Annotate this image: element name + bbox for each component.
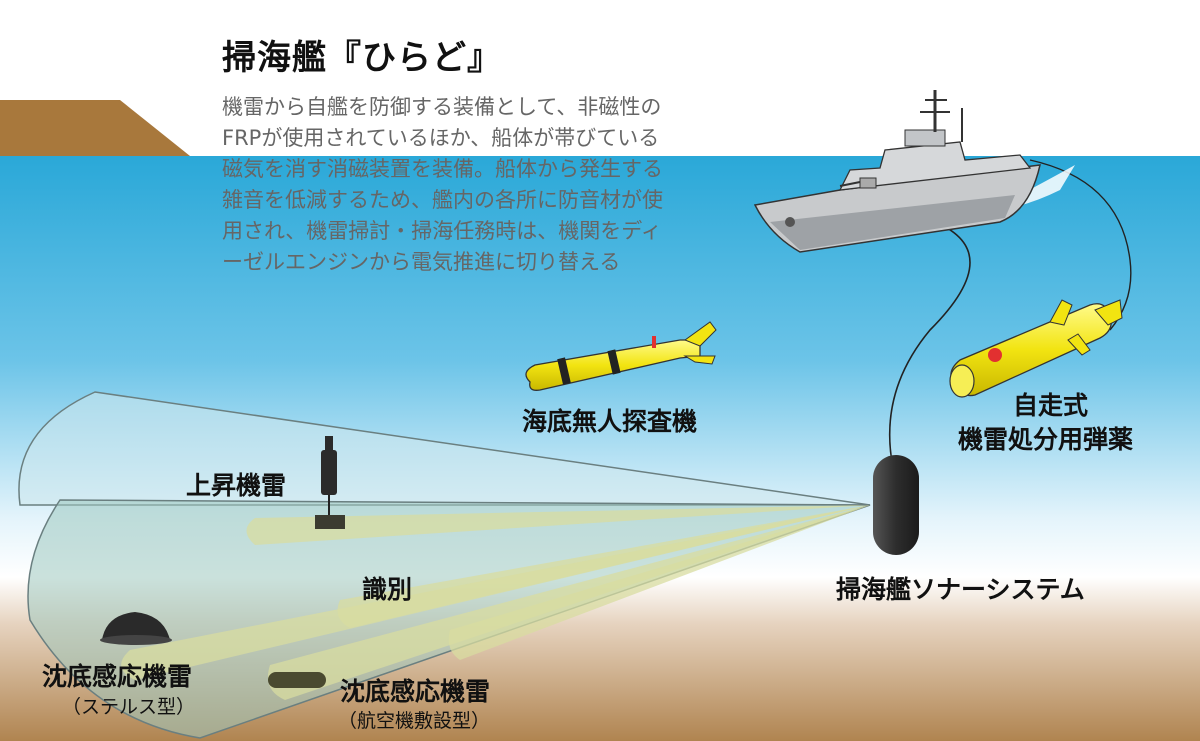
description-line: FRPが使用されているほか、船体が帯びている — [222, 126, 660, 150]
sonar-beam-4 — [267, 505, 870, 700]
sonar-beam-3 — [448, 505, 870, 660]
label-identification: 識別 — [362, 575, 413, 604]
seabed-drone-icon — [525, 321, 717, 391]
label-bottom-mine-stealth: 沈底感応機雷 — [42, 662, 193, 691]
description-line: ーゼルエンジンから電気推進に切り替える — [222, 250, 621, 274]
sonar-tether — [888, 219, 971, 463]
description-line: 磁気を消す消磁装置を装備。船体から発生する — [222, 157, 663, 181]
disposal-tether — [1029, 159, 1132, 331]
stealth-mine-icon — [100, 612, 172, 645]
description-line: 雑音を低減するため、艦内の各所に防音材が使 — [222, 188, 663, 212]
disposal-munition-icon — [949, 299, 1123, 398]
shore-land — [0, 100, 190, 156]
page-title: 掃海艦『ひらど』 — [222, 38, 502, 78]
label-bottom-mine-air: 沈底感応機雷 — [340, 677, 491, 706]
label-seabed-drone: 海底無人探査機 — [522, 407, 698, 436]
minesweeper-ship-icon — [753, 90, 1075, 253]
sonar-fan-upper — [18, 391, 871, 506]
air-laid-mine-icon — [268, 672, 326, 688]
description-line: 用され、機雷掃討・掃海任務時は、機関をディ — [222, 219, 662, 243]
description: 機雷から自艦を防御する装備として、非磁性の FRPが使用されているほか、船体が帯… — [222, 92, 702, 278]
label-bottom-mine-air-sub: （航空機敷設型） — [338, 710, 491, 732]
label-rising-mine: 上昇機雷 — [186, 471, 287, 500]
label-self-propelled-2: 機雷処分用弾薬 — [958, 425, 1134, 454]
description-line: 機雷から自艦を防御する装備として、非磁性の — [222, 95, 662, 119]
sonar-body-icon — [873, 455, 919, 555]
sky — [0, 0, 1200, 156]
sonar-beam-1 — [246, 505, 870, 545]
sonar-beam-5 — [121, 505, 871, 680]
label-sonar-system: 掃海艦ソナーシステム — [836, 575, 1085, 604]
label-bottom-mine-stealth-sub: （ステルス型） — [62, 696, 196, 718]
label-self-propelled-1: 自走式 — [1013, 391, 1089, 420]
rising-mine-icon — [315, 436, 345, 529]
